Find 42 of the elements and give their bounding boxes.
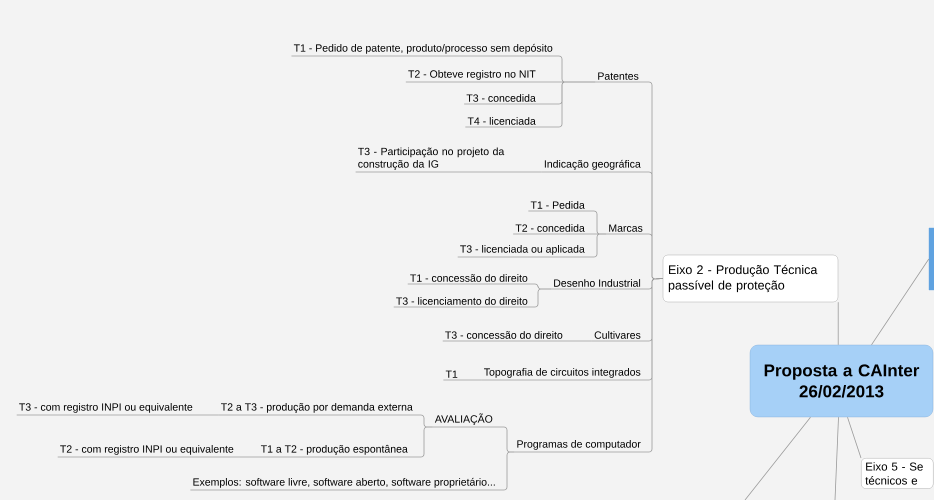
topic-label: T2 - Obteve registro no NIT bbox=[405, 70, 538, 82]
connector-line bbox=[538, 82, 596, 128]
topic-label: T1 - Pedido de patente, produto/processo sem depósito bbox=[291, 44, 556, 56]
topic-label: T2 a T3 - produção por demanda externa bbox=[218, 402, 416, 416]
topic-label: T1 - concessão do direito bbox=[407, 274, 530, 284]
topic-label: Exemplos: software livre, software aberto, software proprietário... bbox=[190, 478, 498, 490]
topic-label: T3 - licenciada ou aplicada bbox=[457, 245, 588, 258]
connector-line bbox=[838, 302, 839, 346]
topic-label: T1 a T2 - produção espontânea bbox=[258, 444, 410, 458]
topic-box: Eixo 5 - Se técnicos e bbox=[861, 458, 934, 489]
topic-label: Indicação geográfica bbox=[541, 160, 644, 172]
root-topic-box: Proposta a CAInter 26/02/2013 bbox=[750, 344, 934, 418]
topic-box: Eixo 2 - Produção Técnica passível de proteção bbox=[662, 254, 838, 302]
topic-label: T1 - Pedida bbox=[528, 201, 588, 212]
connector-line bbox=[744, 416, 811, 500]
connector-line bbox=[498, 452, 515, 490]
topic-label: T3 - com registro INPI ou equivalente bbox=[16, 403, 196, 416]
topic-label: Desenho Industrial bbox=[550, 279, 644, 290]
connector-line bbox=[834, 416, 839, 500]
topic-box bbox=[928, 228, 934, 290]
topic-label: Topografia de circuitos integrados bbox=[481, 368, 644, 380]
topic-label: T4 - licenciada bbox=[464, 117, 538, 128]
connector-line bbox=[410, 426, 434, 458]
topic-label: T3 - Participação no projeto da construção da IG bbox=[355, 147, 510, 172]
topic-label: AVALIAÇÃO bbox=[432, 413, 496, 428]
topic-label: T3 - licenciamento do direito bbox=[393, 297, 530, 308]
connector-line bbox=[530, 288, 552, 308]
topic-label: T2 - com registro INPI ou equivalente bbox=[57, 445, 236, 458]
topic-label: Marcas bbox=[606, 224, 646, 234]
topic-label: T3 - concessão do direito bbox=[442, 331, 566, 342]
connector-line bbox=[871, 258, 930, 346]
topic-label: Programas de computador bbox=[514, 440, 644, 452]
topic-label: T1 bbox=[442, 370, 460, 380]
topic-label: T2 - concedida bbox=[512, 224, 588, 234]
topic-label: T3 - concedida bbox=[464, 94, 538, 104]
connector-line bbox=[642, 278, 664, 452]
connector-line bbox=[847, 416, 862, 458]
connector-line bbox=[194, 414, 219, 416]
topic-label: Cultivares bbox=[592, 331, 644, 342]
connector-line bbox=[236, 456, 259, 458]
connector-line bbox=[564, 340, 592, 342]
topic-label: Patentes bbox=[594, 72, 642, 82]
